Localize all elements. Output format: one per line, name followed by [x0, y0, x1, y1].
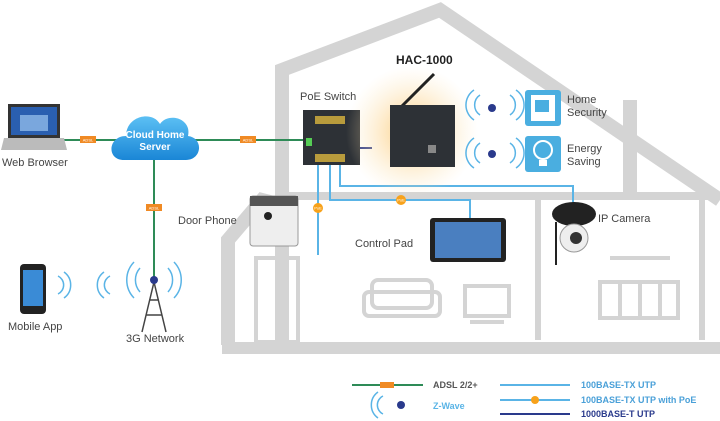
energy-saving-label: Energy: [567, 143, 602, 155]
svg-text:ADSL: ADSL: [243, 138, 254, 143]
zwave-badge: [488, 150, 496, 158]
hac-1000-label: HAC-1000: [396, 53, 453, 67]
legend-1000base-t: 1000BASE-T UTP: [581, 409, 655, 419]
home-security-label: Home: [567, 94, 596, 106]
adsl-tag: ADSL: [146, 204, 162, 211]
svg-text:ADSL: ADSL: [83, 138, 94, 143]
svg-text:Server: Server: [139, 142, 170, 153]
crib-icon: [598, 256, 680, 320]
legend: ADSL 2/2+ Z-Wave 100BASE-TX UTP 100BASE-…: [352, 380, 696, 419]
cloud-icon[interactable]: Cloud Home Server: [111, 116, 200, 160]
door-phone-label: Door Phone: [178, 215, 237, 227]
wireless-wave-icon: [57, 271, 111, 299]
adsl-tag: ADSL: [80, 136, 96, 143]
mobile-app-label: Mobile App: [8, 321, 62, 333]
door-phone-icon: [249, 195, 299, 247]
home-security-label-2: Security: [567, 107, 607, 119]
energy-saving-label-2: Saving: [567, 156, 601, 168]
legend-100base-tx-poe: 100BASE-TX UTP with PoE: [581, 395, 696, 405]
legend-100base-tx: 100BASE-TX UTP: [581, 380, 656, 390]
legend-adsl: ADSL 2/2+: [433, 380, 478, 390]
svg-text:PoE: PoE: [314, 206, 322, 211]
adsl-tag: ADSL: [240, 136, 256, 143]
control-pad-label: Control Pad: [355, 238, 413, 250]
laptop-icon: [1, 104, 67, 150]
smartphone-icon: [20, 264, 46, 314]
sofa-icon: [362, 278, 442, 318]
door: [254, 256, 300, 344]
zwave-signal-icon: [465, 89, 525, 121]
ip-camera-label: IP Camera: [598, 213, 651, 225]
cell-tower-icon: [126, 261, 182, 333]
zwave-badge: [488, 104, 496, 112]
light-bulb-icon: [525, 136, 561, 172]
tv-icon: [463, 284, 511, 324]
hac-1000-device: [390, 72, 455, 167]
zwave-signal-icon: [465, 137, 525, 169]
poe-tag: PoE: [313, 203, 323, 213]
poe-tag: PoE: [396, 195, 406, 205]
3g-network-label: 3G Network: [126, 333, 185, 345]
control-pad-device: [430, 218, 506, 262]
svg-text:Cloud Home: Cloud Home: [126, 130, 185, 141]
web-browser-label: Web Browser: [2, 157, 68, 169]
svg-text:ADSL: ADSL: [149, 206, 160, 211]
home-security-icon: [525, 90, 561, 126]
legend-zwave: Z-Wave: [433, 401, 465, 411]
poe-switch-label: PoE Switch: [300, 91, 356, 103]
svg-text:PoE: PoE: [397, 198, 405, 203]
ip-camera-device: [552, 202, 596, 265]
